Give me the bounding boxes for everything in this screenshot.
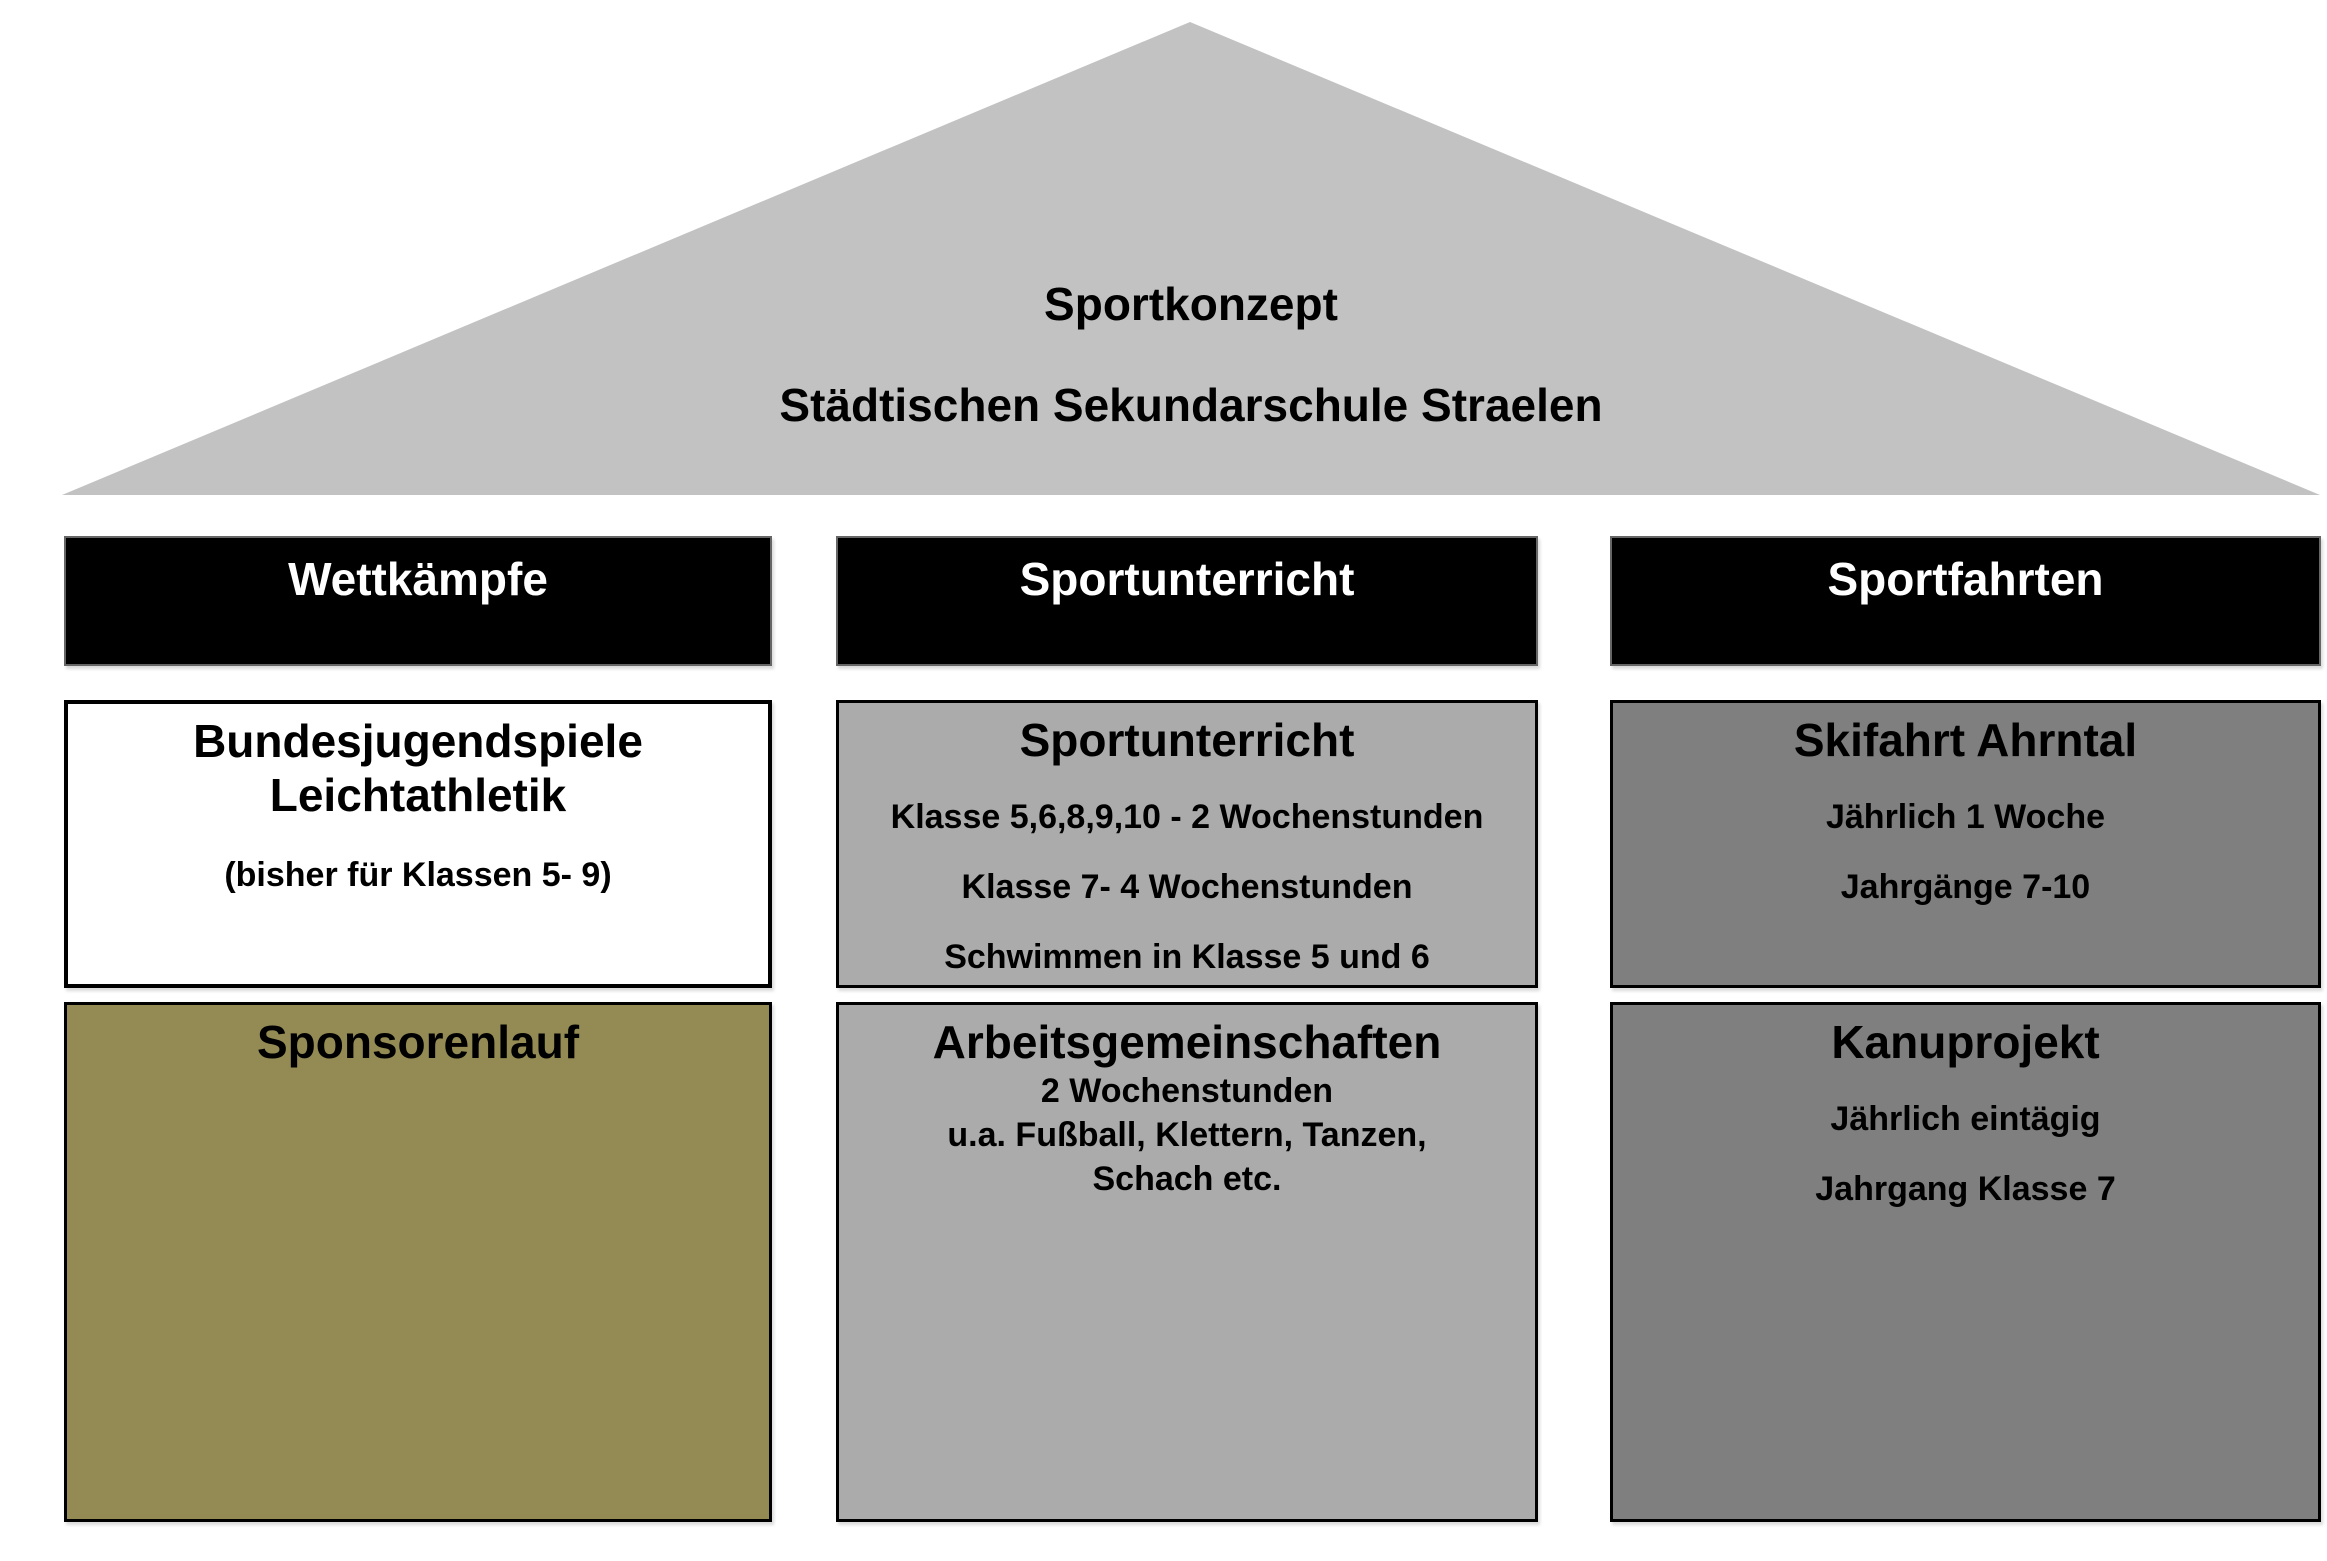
box-arbeitsgemeinschaften-line-1: 2 Wochenstunden xyxy=(1040,1072,1334,1110)
column-header-wettkaempfe-label: Wettkämpfe xyxy=(288,553,548,605)
box-kanuprojekt-title: Kanuprojekt xyxy=(1831,1016,2100,1068)
box-bundesjugendspiele: Bundesjugendspiele Leichtathletik (bishe… xyxy=(64,700,772,988)
box-kanuprojekt-line-1: Jährlich eintägig xyxy=(1830,1100,2101,1138)
box-kanuprojekt: Kanuprojekt Jährlich eintägig Jahrgang K… xyxy=(1610,1002,2321,1522)
box-arbeitsgemeinschaften: Arbeitsgemeinschaften 2 Wochenstunden u.… xyxy=(836,1002,1538,1522)
box-sponsorenlauf: Sponsorenlauf xyxy=(64,1002,772,1522)
box-arbeitsgemeinschaften-line-3: Schach etc. xyxy=(1092,1160,1282,1198)
roof-title: Sportkonzept xyxy=(1044,278,1338,330)
roof-subtitle: Städtischen Sekundarschule Straelen xyxy=(779,379,1603,431)
box-bundesjugendspiele-title: Bundesjugendspiele Leichtathletik xyxy=(68,704,768,822)
box-bundesjugendspiele-title-line2: Leichtathletik xyxy=(269,769,567,821)
roof-triangle xyxy=(62,22,2320,495)
box-sportunterricht-line-2: Klasse 7- 4 Wochenstunden xyxy=(961,868,1413,906)
box-sponsorenlauf-title: Sponsorenlauf xyxy=(256,1016,580,1068)
box-skifahrt-ahrntal-line-1: Jährlich 1 Woche xyxy=(1825,798,2106,836)
box-skifahrt-ahrntal-title: Skifahrt Ahrntal xyxy=(1793,714,2138,766)
roof-text-group: Sportkonzept Städtischen Sekundarschule … xyxy=(62,0,2320,432)
box-sportunterricht: Sportunterricht Klasse 5,6,8,9,10 - 2 Wo… xyxy=(836,700,1538,988)
column-header-sportfahrten-label: Sportfahrten xyxy=(1827,553,2104,605)
box-kanuprojekt-line-2: Jahrgang Klasse 7 xyxy=(1815,1170,2116,1208)
box-sportunterricht-title: Sportunterricht xyxy=(1019,714,1355,766)
column-header-wettkaempfe: Wettkämpfe xyxy=(64,536,772,666)
box-bundesjugendspiele-title-line1: Bundesjugendspiele xyxy=(193,715,643,767)
column-header-sportunterricht-label: Sportunterricht xyxy=(1019,553,1355,605)
box-sportunterricht-line-3: Schwimmen in Klasse 5 und 6 xyxy=(944,938,1430,976)
column-header-sportfahrten: Sportfahrten xyxy=(1610,536,2321,666)
box-sportunterricht-line-1: Klasse 5,6,8,9,10 - 2 Wochenstunden xyxy=(890,798,1484,836)
column-header-sportunterricht: Sportunterricht xyxy=(836,536,1538,666)
roof-triangle-shape xyxy=(62,22,2320,495)
box-arbeitsgemeinschaften-line-2: u.a. Fußball, Klettern, Tanzen, xyxy=(947,1116,1427,1154)
box-bundesjugendspiele-note: (bisher für Klassen 5- 9) xyxy=(224,856,612,894)
box-skifahrt-ahrntal: Skifahrt Ahrntal Jährlich 1 Woche Jahrgä… xyxy=(1610,700,2321,988)
box-skifahrt-ahrntal-line-2: Jahrgänge 7-10 xyxy=(1840,868,2091,906)
box-arbeitsgemeinschaften-title: Arbeitsgemeinschaften xyxy=(932,1016,1442,1068)
